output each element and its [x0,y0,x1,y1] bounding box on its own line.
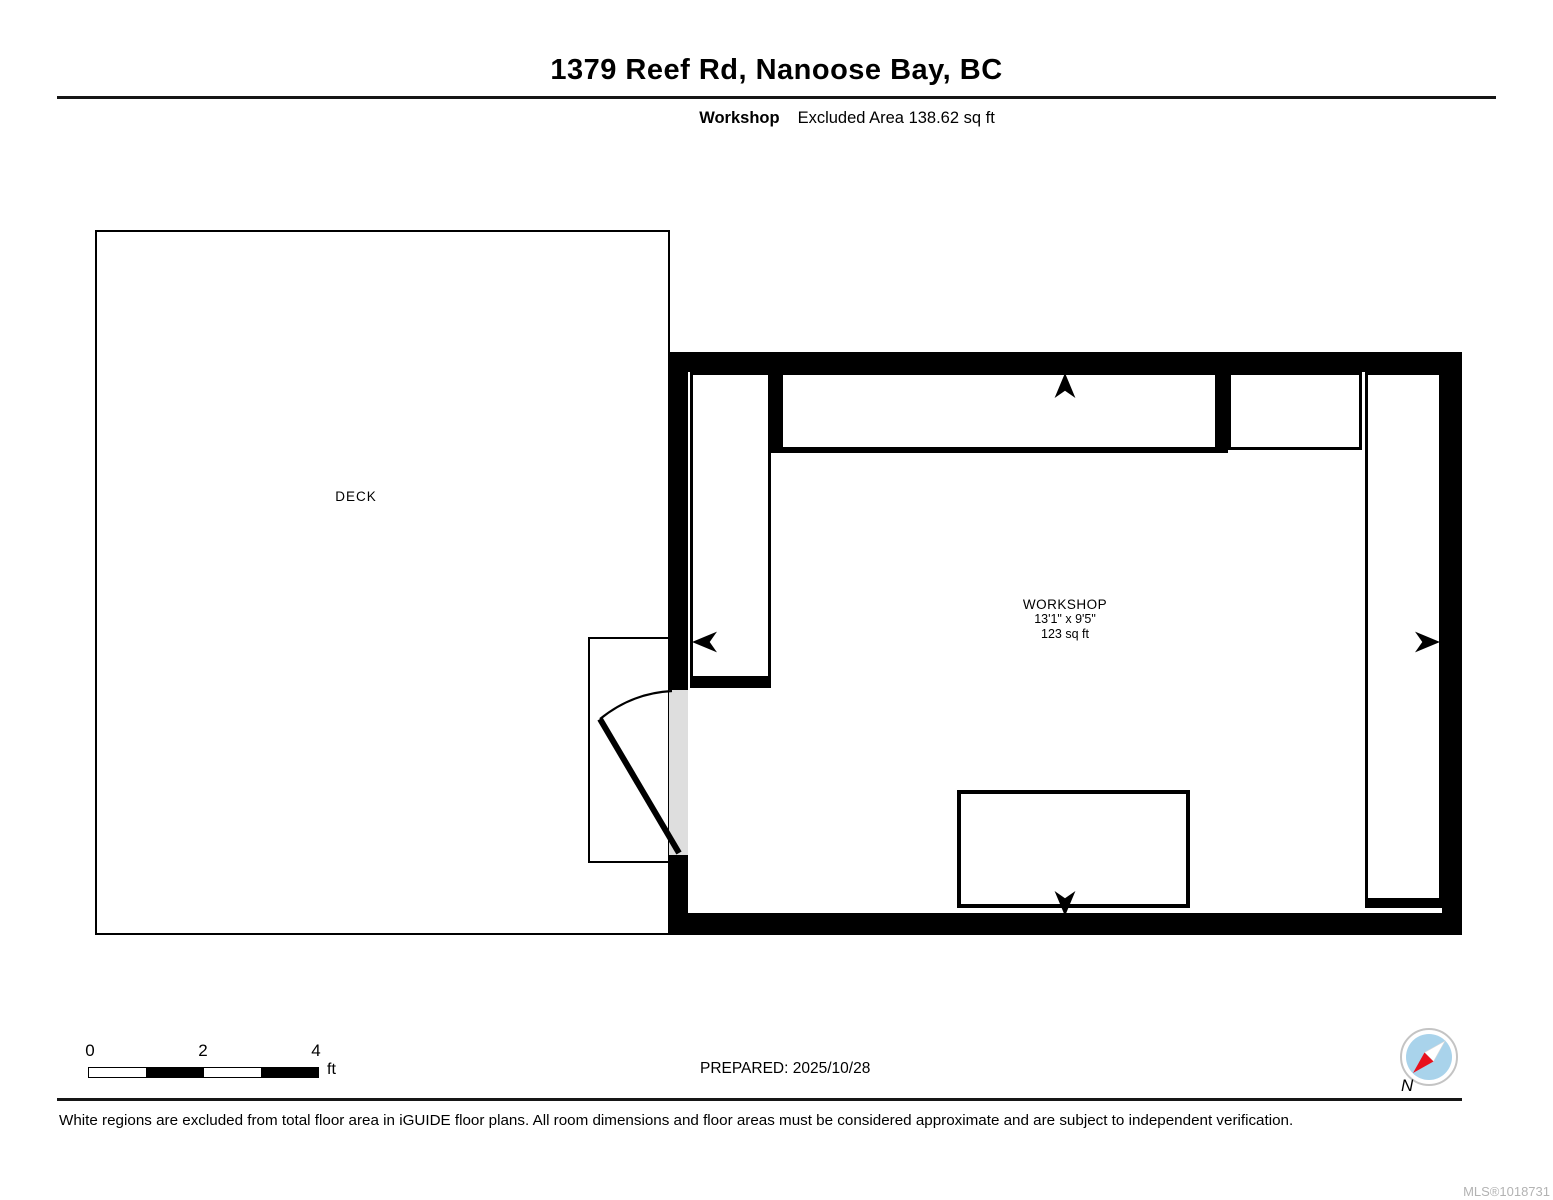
excluded-area-label: Excluded Area 138.62 sq ft [797,109,995,127]
cabinet-top-right-outline [1228,372,1362,450]
door-landing-outline [588,637,670,863]
title-divider [57,96,1496,99]
workbench-outline [957,790,1190,908]
compass-north-label: N [1401,1076,1414,1095]
scale-segment [203,1068,261,1077]
subtitle: Workshop Excluded Area 138.62 sq ft [141,109,1553,128]
cabinet-left-cap [771,372,780,453]
prepared-date: PREPARED: 2025/10/28 [700,1060,871,1077]
room-name-label: Workshop [699,109,780,127]
scale-segment [89,1068,147,1077]
closet-left-outline [690,372,771,688]
door-opening [669,690,688,855]
page-title: 1379 Reef Rd, Nanoose Bay, BC [550,54,1003,86]
cabinet-divider [1218,372,1228,453]
wall-bottom [668,913,1462,935]
wall-top [668,352,1462,372]
room-area: 123 sq ft [1041,627,1089,641]
scale-bar [88,1067,319,1078]
entrance-arrow-down-icon [1054,891,1076,916]
room-dimensions: 13'1" x 9'5" [1034,612,1096,626]
compass-icon [1400,1028,1458,1086]
deck-outline [95,230,670,935]
scale-tick-4: 4 [311,1041,321,1060]
scale-segment [260,1068,318,1077]
door-leaf [597,717,682,855]
disclaimer-text: White regions are excluded from total fl… [59,1112,1294,1129]
entrance-arrow-left-icon [692,631,717,653]
wall-left-upper [668,352,688,690]
cabinet-top-outline [780,372,1218,453]
scale-tick-2: 2 [198,1041,208,1060]
mls-number: MLS®1018731 [1463,1184,1550,1199]
door-swing [597,689,682,855]
door-arc [599,689,673,720]
scale-unit-label: ft [327,1061,336,1078]
room-label: WORKSHOP 13'1" x 9'5" 123 sq ft [965,597,1165,642]
entrance-arrow-up-icon [1054,373,1076,398]
room-title: WORKSHOP [1022,597,1108,612]
wall-right [1442,352,1462,935]
footer-divider [57,1098,1462,1101]
wall-left-lower [668,855,688,935]
scale-segment [146,1068,204,1077]
deck-label: DECK [335,489,377,504]
scale-tick-0: 0 [85,1041,95,1060]
entrance-arrow-right-icon [1415,631,1440,653]
